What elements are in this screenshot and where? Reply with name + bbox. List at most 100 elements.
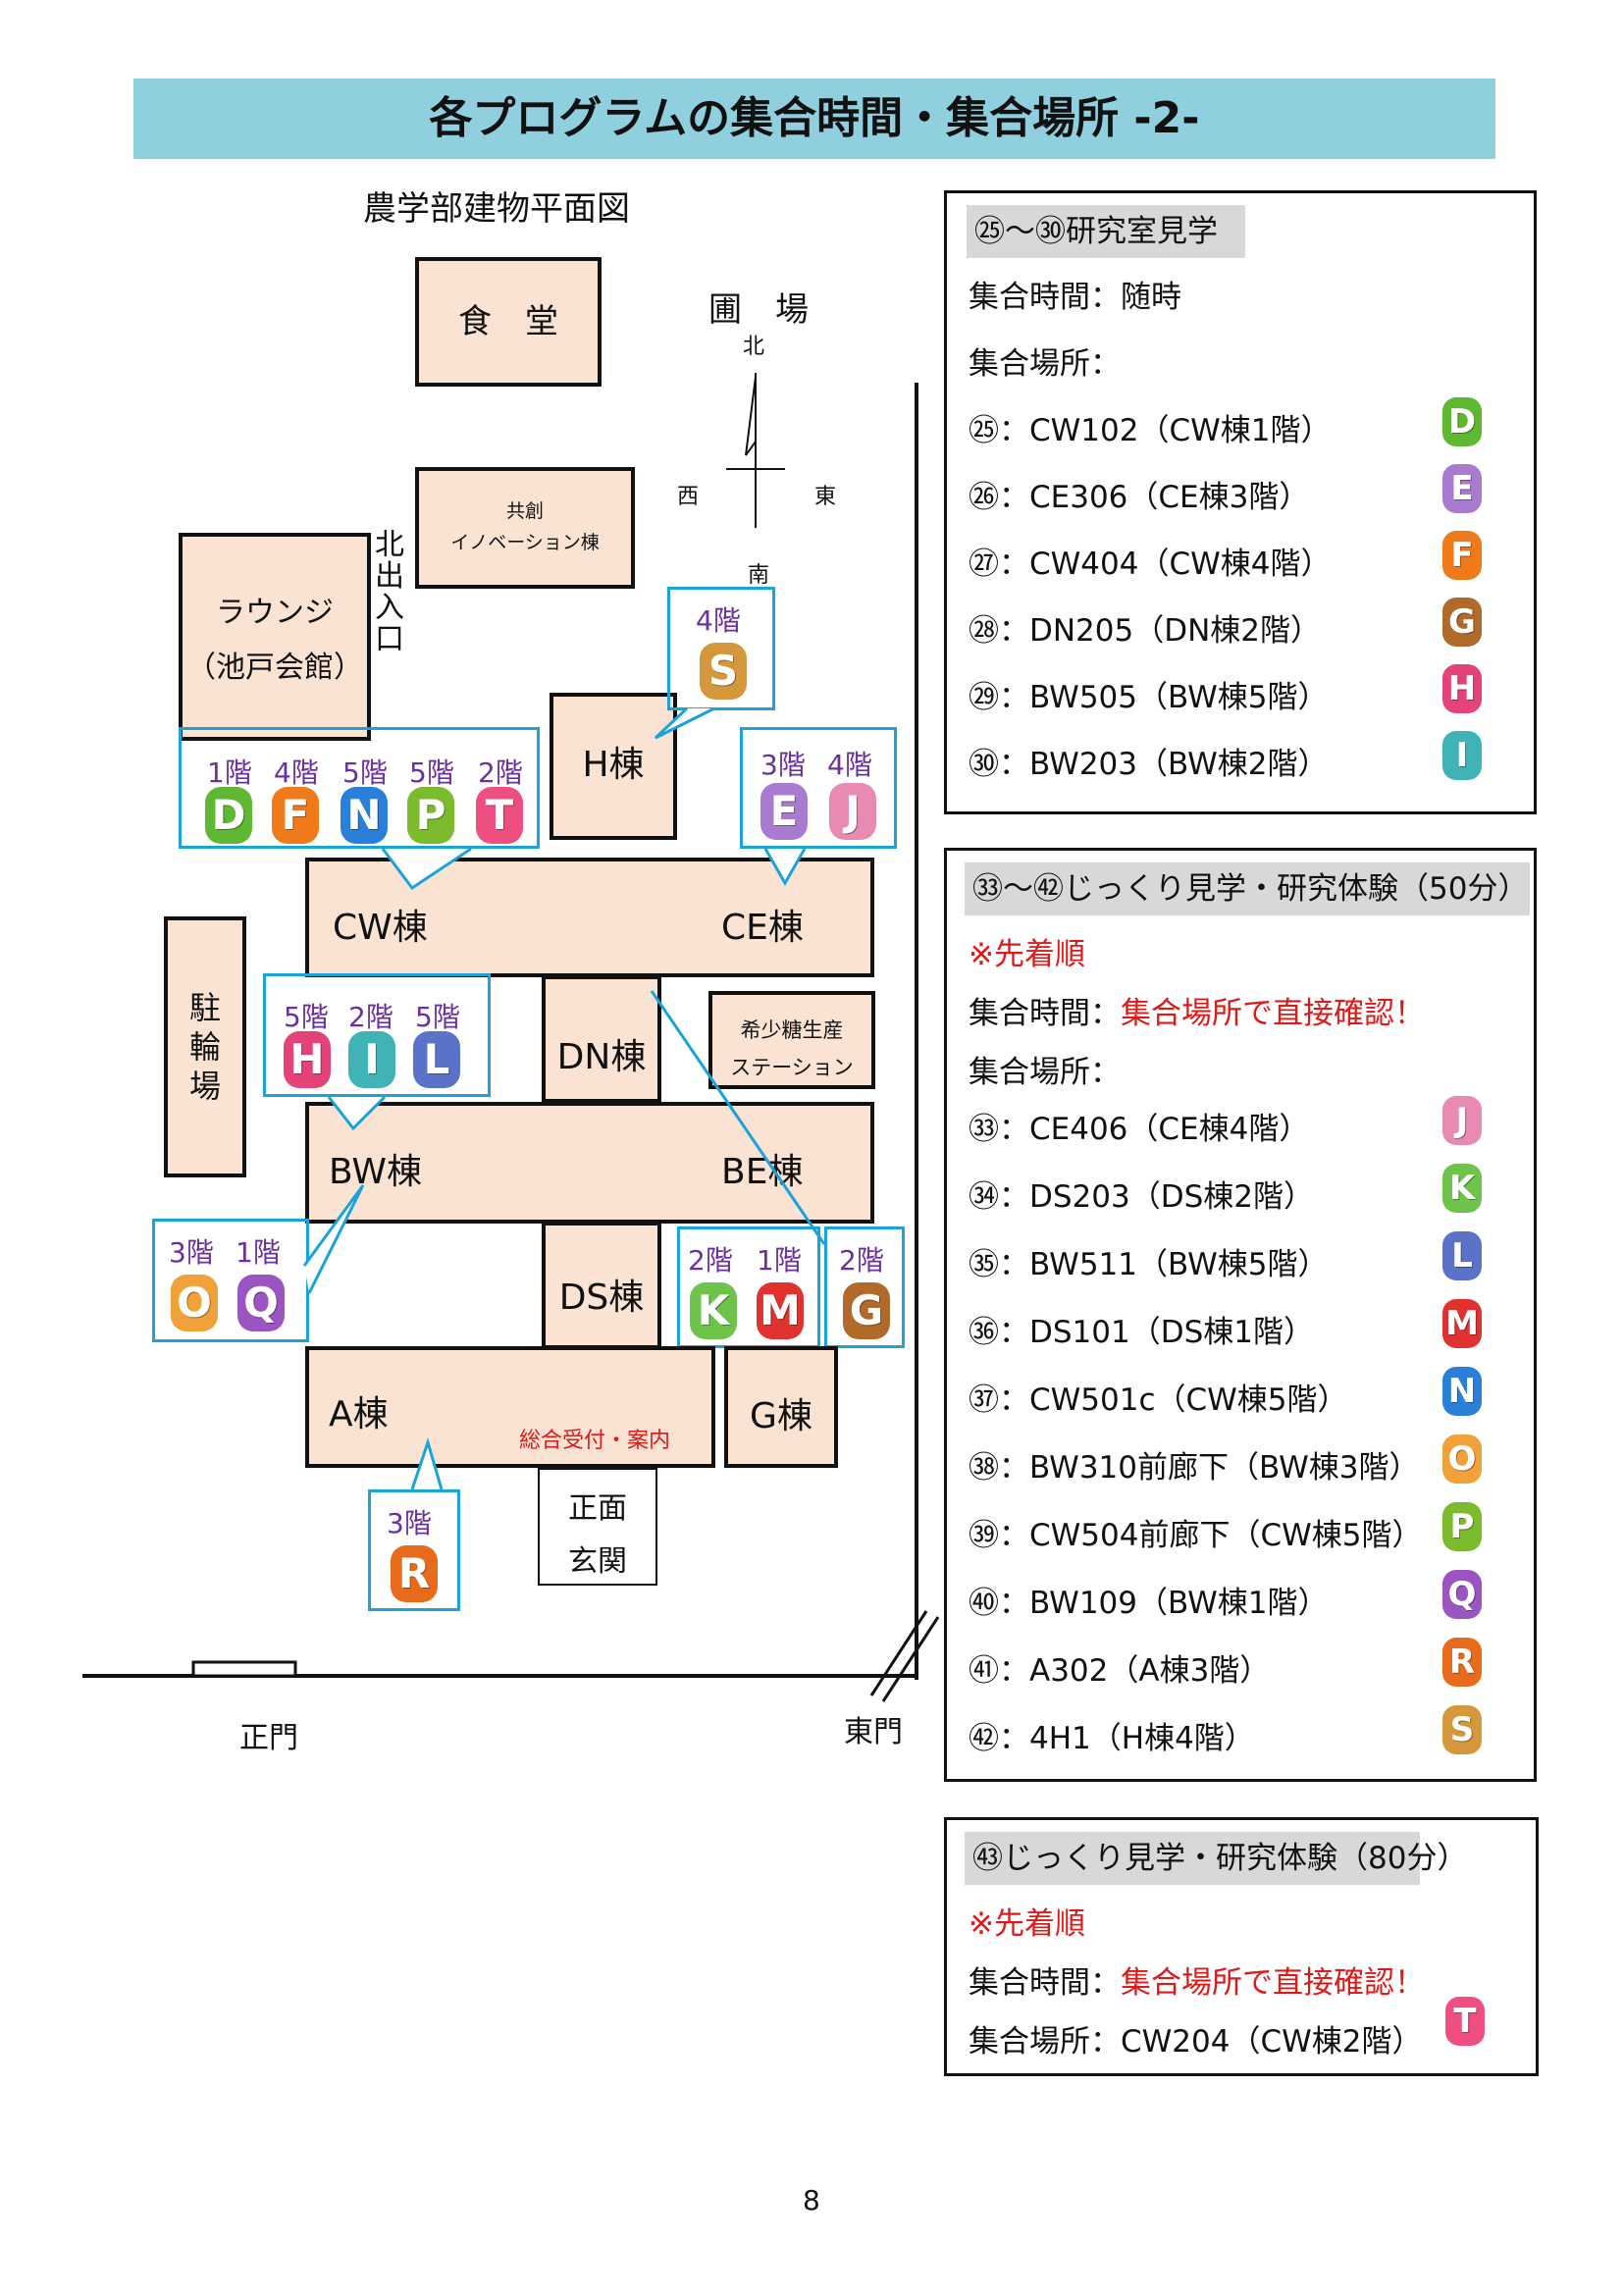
- letter-k-icon: K: [690, 1282, 737, 1339]
- h-callout: 4階 S: [667, 587, 775, 710]
- panel2-row-38: ㊳：BW310前廊下（BW棟3階）: [969, 1450, 1420, 1486]
- field-label: 圃 場: [708, 290, 809, 330]
- title-bar: [133, 78, 1495, 159]
- letter-h-icon: H: [284, 1031, 331, 1088]
- letter-e-icon: E: [760, 783, 808, 840]
- compass-north: 北: [743, 335, 765, 359]
- km-callout: 2階 1階 K M: [677, 1226, 820, 1348]
- cafeteria-label: 食 堂: [458, 302, 558, 341]
- panel2-letter-q-icon: Q: [1442, 1570, 1482, 1619]
- letter-d-icon: D: [205, 787, 252, 844]
- letter-p-icon: P: [407, 787, 454, 844]
- bw-floor-1: 5階: [284, 1001, 329, 1033]
- h-building: H棟: [550, 693, 677, 840]
- r-floor: 3階: [387, 1507, 432, 1539]
- letter-q-icon: Q: [237, 1275, 285, 1331]
- rare-sugar-label-2: ステーション: [730, 1056, 854, 1079]
- panel1-time: 集合時間：随時: [969, 280, 1181, 315]
- panel2-time: 集合時間：集合場所で直接確認！: [969, 988, 1425, 1032]
- panel2-note: ※先着順: [969, 937, 1085, 972]
- panel1-letter-i-icon: I: [1442, 731, 1482, 780]
- letter-f-icon: F: [272, 787, 319, 844]
- letter-m-icon: M: [757, 1282, 804, 1339]
- km-floor-2: 1階: [757, 1244, 802, 1277]
- panel-research-50: ㉝〜㊷じっくり見学・研究体験（50分） ※先着順 集合時間：集合場所で直接確認！…: [944, 848, 1537, 1782]
- panel2-letter-r-icon: R: [1442, 1638, 1482, 1687]
- cw-ce-building: CW棟 CE棟: [305, 858, 874, 977]
- innovation-label-2: イノベーション棟: [450, 532, 600, 553]
- panel1-letter-d-icon: D: [1442, 397, 1482, 446]
- compass-rose-icon: [726, 373, 785, 528]
- cw-building-label: CW棟: [333, 908, 428, 948]
- panel-research-80: ㊸じっくり見学・研究体験（80分） ※先着順 集合時間：集合場所で直接確認！ 集…: [944, 1817, 1539, 2076]
- reception-label: 総合受付・案内: [519, 1429, 671, 1453]
- g-building: G棟: [724, 1346, 838, 1468]
- rare-sugar-label-1: 希少糖生産: [740, 1018, 844, 1042]
- panel1-place: 集合場所：: [969, 346, 1121, 382]
- bw-floor-2: 2階: [348, 1001, 393, 1033]
- h-floor: 4階: [696, 604, 741, 637]
- panel2-letter-n-icon: N: [1442, 1367, 1482, 1416]
- parking-label-3: 場: [188, 1068, 221, 1105]
- panel1-letter-f-icon: F: [1442, 531, 1482, 580]
- panel2-time-label: 集合時間：: [969, 996, 1121, 1031]
- panel2-letter-j-icon: J: [1442, 1096, 1482, 1145]
- a-building-label: A棟: [329, 1394, 389, 1434]
- panel1-row-28: ㉘：DN205（DN棟2階）: [969, 613, 1322, 649]
- oq-callout: 3階 1階 O Q: [152, 1219, 309, 1342]
- letter-g-icon: G: [843, 1282, 890, 1339]
- ce-building-label: CE棟: [721, 908, 804, 948]
- bw-be-building: BW棟 BE棟: [305, 1102, 874, 1224]
- main-gate-label: 正門: [239, 1721, 298, 1755]
- h-building-label: H棟: [582, 745, 645, 785]
- panel1-letter-g-icon: G: [1442, 598, 1482, 647]
- lounge-label-2: （池戸会館）: [186, 651, 363, 685]
- letter-r-icon: R: [391, 1545, 438, 1602]
- parking-area: 駐 輪 場: [164, 916, 246, 1177]
- ce-callout: 3階 4階 E J: [740, 727, 897, 849]
- panel3-header: ㊸じっくり見学・研究体験（80分）: [965, 1832, 1467, 1885]
- panel2-row-42: ㊷：4H1（H棟4階）: [969, 1721, 1255, 1756]
- oq-floor-2: 1階: [236, 1236, 281, 1269]
- g-building-label: G棟: [750, 1396, 812, 1436]
- panel2-row-36: ㊱：DS101（DS棟1階）: [969, 1315, 1314, 1350]
- panel2-letter-p-icon: P: [1442, 1502, 1482, 1551]
- compass-east: 東: [814, 485, 837, 509]
- panel2-letter-o-icon: O: [1442, 1434, 1482, 1484]
- km-floor-1: 2階: [688, 1244, 733, 1277]
- front-entrance: 正面 玄関: [538, 1468, 657, 1586]
- panel1-header: ㉕〜㉚研究室見学: [967, 205, 1245, 258]
- lounge-label-1: ラウンジ: [216, 596, 334, 630]
- panel2-letter-s-icon: S: [1442, 1705, 1482, 1754]
- panel2-place: 集合場所：: [969, 1055, 1121, 1090]
- panel2-row-35: ㉟：BW511（BW棟5階）: [969, 1247, 1329, 1282]
- panel-lab-tour: ㉕〜㉚研究室見学 集合時間：随時 集合場所： ㉕：CW102（CW棟1階） ㉖：…: [944, 190, 1537, 814]
- a-building: A棟 総合受付・案内: [305, 1346, 715, 1468]
- panel2-time-value: 集合場所で直接確認！: [1121, 996, 1425, 1031]
- panel2-row-41: ㊶：A302（A棟3階）: [969, 1653, 1271, 1689]
- rare-sugar-station: 希少糖生産 ステーション: [708, 991, 875, 1089]
- be-building-label: BE棟: [721, 1152, 804, 1192]
- innovation-label-1: 共創: [505, 500, 544, 522]
- panel1-row-26: ㉖：CE306（CE棟3階）: [969, 480, 1310, 515]
- front-entrance-label-2: 玄関: [568, 1544, 627, 1579]
- innovation-building: 共創 イノベーション棟: [415, 467, 635, 589]
- panel2-header: ㉝〜㊷じっくり見学・研究体験（50分）: [965, 862, 1530, 915]
- panel2-letter-k-icon: K: [1442, 1164, 1482, 1213]
- letter-j-icon: J: [829, 783, 876, 840]
- compass-south: 南: [748, 563, 770, 588]
- parking-label-1: 駐: [188, 989, 221, 1026]
- oq-floor-1: 3階: [169, 1236, 214, 1269]
- panel2-letter-l-icon: L: [1442, 1231, 1482, 1280]
- panel2-row-37: ㊲：CW501c（CW棟5階）: [969, 1382, 1348, 1418]
- compass-west: 西: [677, 485, 700, 509]
- panel3-place: 集合場所：CW204（CW棟2階）: [969, 2024, 1423, 2060]
- page-number: 8: [803, 2184, 820, 2217]
- ce-floor-2: 4階: [827, 749, 872, 781]
- panel2-row-33: ㉝：CE406（CE棟4階）: [969, 1112, 1310, 1147]
- cw-floor-3: 5階: [342, 756, 388, 789]
- bw-callout: 5階 2階 5階 H I L: [263, 973, 491, 1097]
- panel3-time: 集合時間：集合場所で直接確認！: [969, 1957, 1425, 2002]
- panel2-letter-m-icon: M: [1442, 1299, 1482, 1348]
- parking-label-2: 輪: [188, 1028, 221, 1066]
